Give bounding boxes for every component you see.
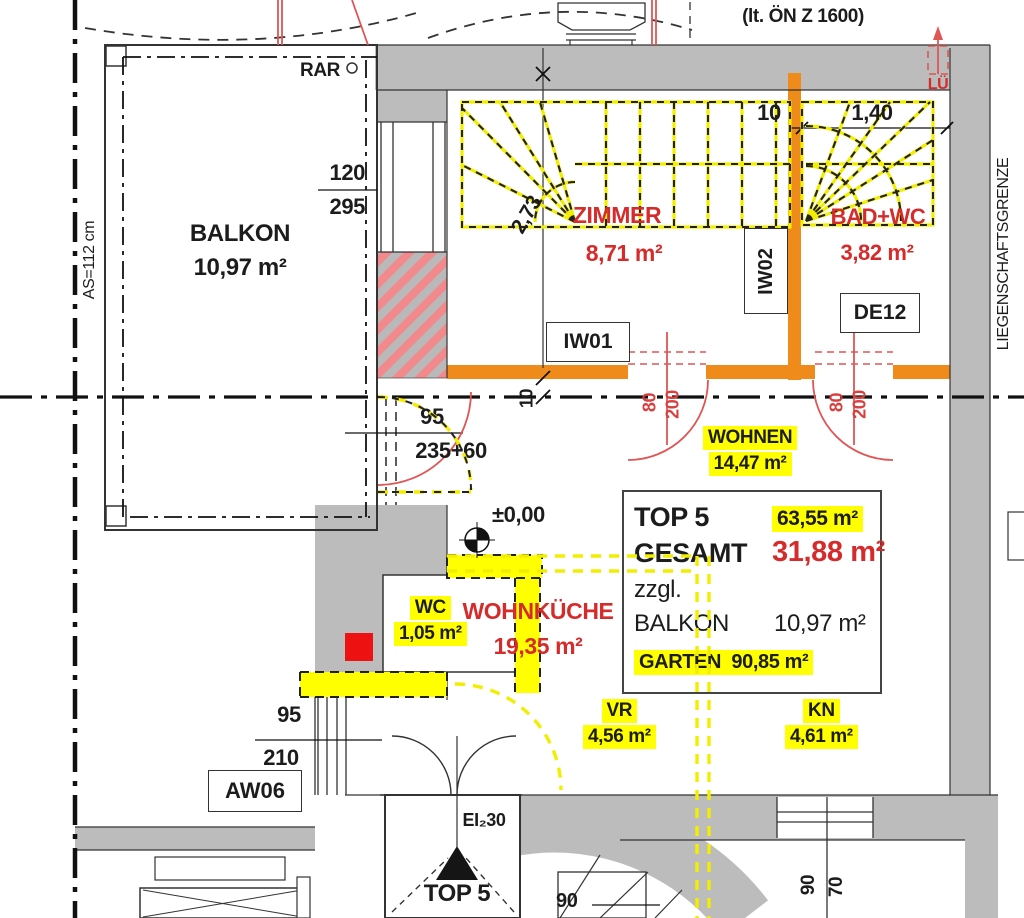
component-iw01: IW01 [546, 322, 630, 362]
summary-garten: GARTEN 90,85 m² [634, 650, 814, 675]
entry-unit-label: TOP 5 [423, 880, 491, 907]
hatched-area [376, 251, 448, 379]
summary-top-label: TOP 5 [634, 502, 710, 532]
dim-door1-h: 200 [662, 390, 683, 419]
summary-zzgl: zzgl. [634, 576, 682, 603]
summary-gesamt-area: 31,88 m² [772, 536, 885, 568]
entry-door-code: EI₂30 [462, 810, 506, 830]
kn-name: KN [803, 699, 840, 723]
balcony-parapet-label: AS=112 cm [81, 220, 98, 300]
wc-label: WC 1,05 m² [394, 596, 467, 646]
rar-degree-circle [346, 62, 358, 74]
dim-kn-window-h: 70 [826, 876, 847, 898]
component-iw02: IW02 [744, 228, 788, 314]
dim-door2-h: 200 [849, 390, 870, 419]
summary-top-area: 63,55 m² [772, 506, 863, 532]
bad-area: 3,82 m² [840, 240, 914, 265]
lue-arrow [933, 26, 943, 40]
norm-note: (lt. ÖN Z 1600) [742, 6, 864, 27]
summary-gesamt-label: GESAMT [634, 538, 748, 568]
dim-wall-gap: 10 [757, 100, 781, 125]
wohnkueche-area: 19,35 m² [493, 633, 583, 659]
dim-bad-width: 1,40 [851, 100, 893, 125]
component-aw06: AW06 [208, 770, 302, 812]
dim-stair-width: 90 [556, 890, 578, 912]
component-de12: DE12 [840, 293, 920, 333]
vr-area: 4,56 m² [583, 725, 656, 749]
wohnen-area: 14,47 m² [708, 452, 792, 476]
zimmer-name: ZIMMER [572, 202, 662, 228]
stair-marking-left [460, 100, 792, 229]
stair-marking-right [800, 100, 935, 227]
summary-garten-label: GARTEN [639, 651, 722, 673]
kn-label: KN 4,61 m² [785, 699, 858, 749]
level-marker-symbol [459, 522, 495, 558]
dim-entry-window-h: 210 [263, 745, 299, 770]
dim-door1-w: 80 [639, 392, 660, 413]
dim-balcony-window-w: 120 [329, 160, 365, 185]
dim-balcony-door-h: 235+60 [415, 438, 487, 463]
wc-area: 1,05 m² [394, 622, 467, 646]
summary-balkon-label: BALKON [634, 610, 729, 637]
window-symbols [314, 122, 1024, 918]
dim-balcony-window-h: 295 [329, 194, 365, 219]
dim-kn-window-w: 90 [798, 874, 819, 896]
wohnen-name: WOHNEN [703, 426, 798, 450]
vr-label: VR 4,56 m² [583, 699, 656, 749]
balkon-area: 10,97 m² [193, 254, 287, 281]
wohnen-label: WOHNEN 14,47 m² [703, 426, 798, 476]
red-marker-square [345, 633, 373, 661]
double-door-arcs [391, 735, 517, 796]
unit-summary-box: TOP 5 63,55 m² GESAMT 31,88 m² zzgl. BAL… [622, 490, 885, 694]
lue-label: LÜ [927, 76, 949, 93]
balkon-name: BALKON [189, 220, 291, 247]
dim-entry-window-w: 95 [277, 702, 301, 727]
summary-garten-area: 90,85 m² [731, 651, 809, 673]
vr-name: VR [601, 699, 638, 723]
bad-name: BAD+WC [830, 204, 926, 229]
dim-balcony-door-w: 95 [420, 404, 444, 429]
level-value: ±0,00 [492, 502, 545, 527]
zimmer-area: 8,71 m² [585, 240, 663, 266]
rar-label: RAR [300, 60, 340, 81]
wohnkueche-name: WOHNKÜCHE [462, 598, 614, 624]
dim-axis-wall: 10 [516, 388, 537, 409]
wc-name: WC [409, 596, 451, 620]
kn-area: 4,61 m² [785, 725, 858, 749]
property-line-label: LIEGENSCHAFTSGRENZE [995, 157, 1012, 351]
summary-balkon-area: 10,97 m² [774, 610, 866, 637]
dim-door2-w: 80 [826, 392, 847, 413]
